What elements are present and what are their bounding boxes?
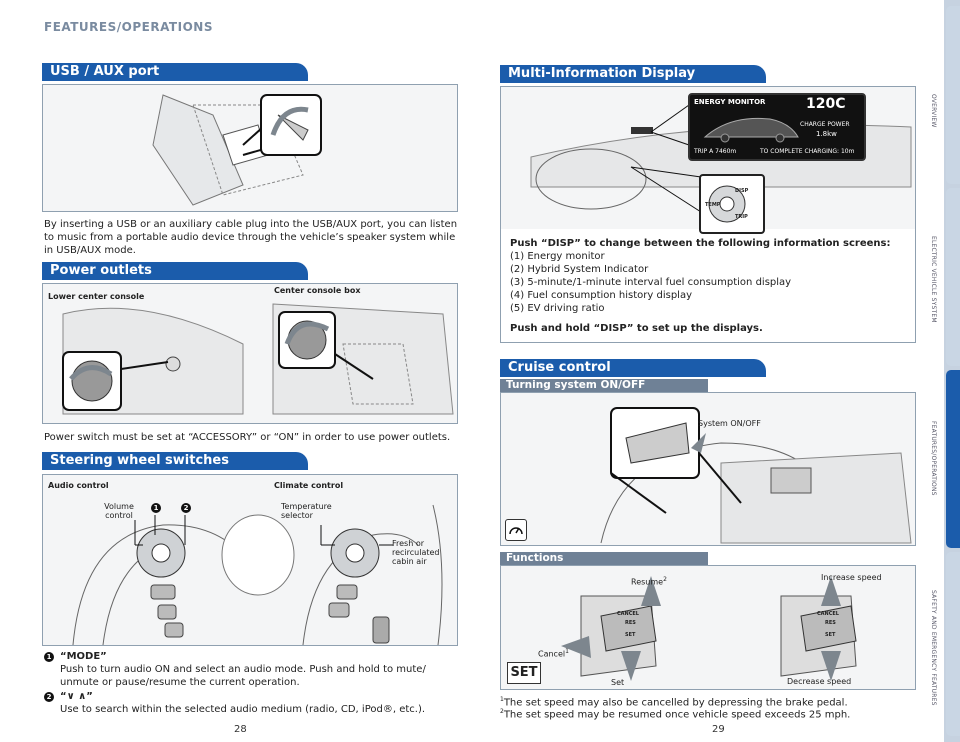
- mid-item-2: (2) Hybrid System Indicator: [510, 264, 649, 275]
- steering-button-cluster: [708, 185, 746, 223]
- mid-screen: ENERGY MONITOR 120C CHARGE POWER 1.8kw T…: [688, 93, 866, 161]
- steering-switches-illustration: [42, 474, 458, 646]
- lever-res-label-right: RES: [825, 620, 836, 626]
- rail-tab-safety[interactable]: [946, 552, 960, 736]
- cruise-onoff-subtitle: Turning system ON/OFF: [500, 379, 708, 392]
- rail-label-safety: SAFETY AND EMERGENCY FEATURES: [930, 590, 937, 706]
- power-description: Power switch must be set at “ACCESSORY” …: [44, 432, 451, 443]
- temperature-selector-label: Temperature selector: [281, 502, 332, 520]
- item-badge-2: 2: [44, 692, 54, 702]
- set-label: Set: [611, 678, 625, 687]
- lever-set-label-right: SET: [825, 632, 836, 638]
- trip-button[interactable]: TRIP: [735, 214, 748, 220]
- usb-description: By inserting a USB or an auxiliary cable…: [44, 219, 458, 256]
- functions-subtitle: Functions: [500, 552, 708, 565]
- steering-section-title: Steering wheel switches: [42, 452, 308, 470]
- cruise-lever-drawing: [561, 576, 857, 681]
- lever-cancel-label-right: CANCEL: [817, 611, 839, 617]
- screen-temperature: 120C: [806, 96, 846, 112]
- lower-center-console-label: Lower center console: [48, 292, 145, 301]
- seek-description: Use to search within the selected audio …: [60, 704, 426, 715]
- system-onoff-label: System ON/OFF: [698, 419, 761, 428]
- rail-label-features: FEATURES/OPERATIONS: [930, 421, 937, 496]
- power-outlets-illustration: [42, 283, 458, 424]
- callout-badge-1: 1: [151, 503, 161, 513]
- cruise-section-title: Cruise control: [500, 359, 766, 377]
- car-silhouette-icon: [703, 117, 799, 143]
- charge-power-value: 1.8kw: [816, 130, 837, 138]
- usb-illustration: [42, 84, 458, 212]
- mid-buttons-inset: DISP TEMP TRIP: [699, 174, 765, 234]
- cruise-functions-illustration: CANCEL RES SET CANCEL RES SET SET: [500, 565, 916, 690]
- set-indicator-badge: SET: [507, 662, 541, 684]
- resume-label: Resume2: [631, 576, 667, 587]
- trip-readout: TRIP A 7460m: [694, 148, 737, 155]
- cancel-label: Cancel1: [538, 648, 569, 659]
- power-section-title: Power outlets: [42, 262, 308, 280]
- audio-control-label: Audio control: [48, 481, 109, 490]
- rail-label-ev-system: ELECTRIC VEHICLE SYSTEM: [930, 236, 937, 323]
- volume-control-label: Volume control: [104, 502, 134, 520]
- footnote-1: 1The set speed may also be cancelled by …: [500, 696, 848, 709]
- mid-item-4: (4) Fuel consumption history display: [510, 290, 693, 301]
- mid-item-5: (5) EV driving ratio: [510, 303, 605, 314]
- mid-footer-text: Push and hold “DISP” to set up the displ…: [510, 323, 763, 334]
- energy-monitor-title: ENERGY MONITOR: [694, 98, 766, 106]
- lever-cancel-label-left: CANCEL: [617, 611, 639, 617]
- callout-badge-2: 2: [181, 503, 191, 513]
- decrease-speed-label: Decrease speed: [787, 677, 852, 686]
- cruise-indicator-icon: [505, 519, 527, 541]
- cruise-onoff-illustration: [500, 392, 916, 546]
- mode-description: Push to turn audio ON and select an audi…: [60, 664, 426, 688]
- mid-lead-text: Push “DISP” to change between the follow…: [510, 238, 891, 249]
- rail-label-overview: OVERVIEW: [930, 94, 937, 128]
- lever-set-label-left: SET: [625, 632, 636, 638]
- rail-tab-overview[interactable]: [946, 6, 960, 184]
- mid-section-title: Multi-Information Display: [500, 65, 766, 83]
- increase-speed-label: Increase speed: [821, 573, 882, 582]
- mid-item-3: (3) 5-minute/1-minute interval fuel cons…: [510, 277, 792, 288]
- power-outlet-drawing: [62, 303, 454, 415]
- usb-port-illustration: [152, 94, 322, 206]
- seek-title: “∨ ∧”: [60, 691, 93, 702]
- disp-button[interactable]: DISP: [735, 188, 749, 194]
- charge-power-label: CHARGE POWER: [800, 121, 850, 128]
- charge-complete-readout: TO COMPLETE CHARGING: 10m: [760, 148, 855, 155]
- temp-button[interactable]: TEMP: [705, 202, 721, 208]
- mode-title: “MODE”: [60, 651, 107, 662]
- center-console-box-label: Center console box: [274, 286, 361, 295]
- page-header-title: FEATURES/OPERATIONS: [44, 20, 213, 34]
- usb-section-title: USB / AUX port: [42, 63, 308, 81]
- footnote-2: 2The set speed may be resumed once vehic…: [500, 708, 851, 721]
- item-badge-1: 1: [44, 652, 54, 662]
- page-number-left: 28: [234, 724, 247, 735]
- page-number-right: 29: [712, 724, 725, 735]
- fresh-recirculated-label: Fresh or recirculated cabin air: [392, 539, 440, 566]
- rail-tab-ev-system[interactable]: [946, 188, 960, 366]
- mid-item-1: (1) Energy monitor: [510, 251, 605, 262]
- rail-tab-features[interactable]: [946, 370, 960, 548]
- climate-control-label: Climate control: [274, 481, 344, 490]
- lever-res-label-left: RES: [625, 620, 636, 626]
- cruise-dashboard-drawing: [600, 407, 912, 544]
- steering-wheel-drawing: [72, 504, 443, 645]
